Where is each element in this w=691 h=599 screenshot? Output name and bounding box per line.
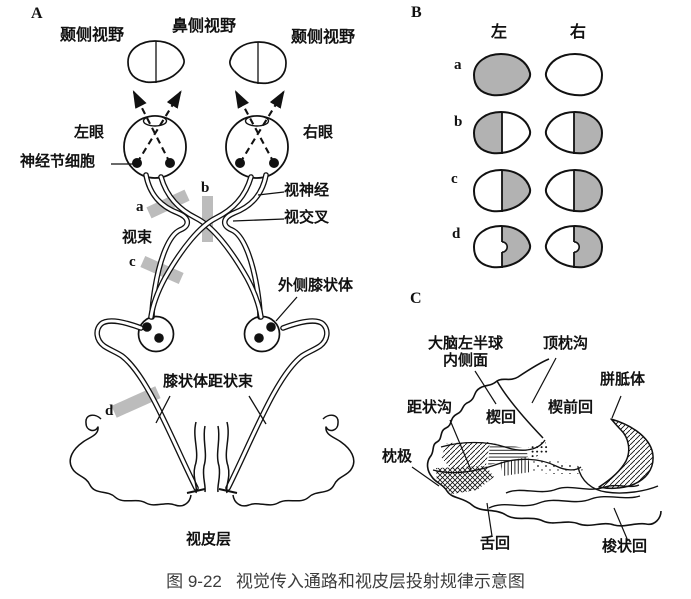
sightline-arrows [132, 90, 285, 164]
label-precuneus: 楔前回 [548, 400, 594, 416]
visual-field-defect-grid [472, 52, 604, 269]
lgn-circles [137, 315, 281, 353]
label-cuneus: 楔回 [486, 410, 517, 426]
marker-b: b [201, 180, 210, 196]
caption-number: 图 9-22 [166, 572, 222, 591]
label-corpus-callosum: 胼胝体 [600, 372, 646, 388]
panel-c-tag: C [410, 290, 422, 307]
neuron-dots [132, 158, 279, 343]
label-visual-cortex: 视皮层 [186, 532, 232, 548]
brain-medial-view [411, 357, 662, 542]
row-label-d: d [452, 226, 461, 242]
label-hemisphere-line1: 大脑左半球 [428, 336, 504, 352]
label-column-right: 右 [570, 24, 587, 41]
row-label-b: b [454, 114, 463, 130]
label-optic-chiasm: 视交叉 [284, 210, 330, 226]
label-lingual-gyrus: 舌回 [480, 536, 511, 552]
label-parieto-occipital-sulcus: 顶枕沟 [543, 336, 589, 352]
label-hemisphere-line2: 内侧面 [443, 353, 489, 369]
label-geniculocalcarine-tract: 膝状体距状束 [163, 374, 254, 390]
row-label-c: c [451, 171, 458, 187]
label-nasal-field: 鼻侧视野 [172, 18, 237, 35]
label-temporal-field-left: 颞侧视野 [60, 27, 125, 44]
label-optic-nerve: 视神经 [284, 183, 330, 199]
marker-c: c [129, 254, 136, 270]
label-lateral-geniculate: 外侧膝状体 [278, 278, 354, 294]
label-optic-tract: 视束 [122, 230, 153, 246]
row-label-a: a [454, 57, 462, 73]
marker-d: d [105, 403, 114, 419]
label-occipital-pole: 枕极 [382, 449, 413, 465]
label-left-eye: 左眼 [74, 125, 105, 141]
label-column-left: 左 [491, 24, 508, 41]
panel-a-tag: A [31, 5, 43, 22]
figure-caption: 图 9-22 视觉传入通路和视皮层投射规律示意图 [0, 567, 691, 592]
optic-pathway-tubes [94, 172, 330, 491]
marker-a: a [136, 199, 144, 215]
panel-b-tag: B [411, 4, 422, 21]
lesion-bars [111, 189, 213, 418]
caption-title: 视觉传入通路和视皮层投射规律示意图 [235, 572, 525, 591]
visual-field-shapes [127, 40, 287, 85]
label-right-eye: 右眼 [303, 125, 334, 141]
label-fusiform-gyrus: 梭状回 [602, 539, 648, 555]
panel-a-leader-lines [111, 163, 298, 425]
label-ganglion-cell: 神经节细胞 [20, 154, 96, 170]
visual-cortex-shape [69, 414, 355, 507]
label-calcarine-sulcus: 距状沟 [407, 400, 453, 416]
label-temporal-field-right: 颞侧视野 [291, 29, 356, 46]
